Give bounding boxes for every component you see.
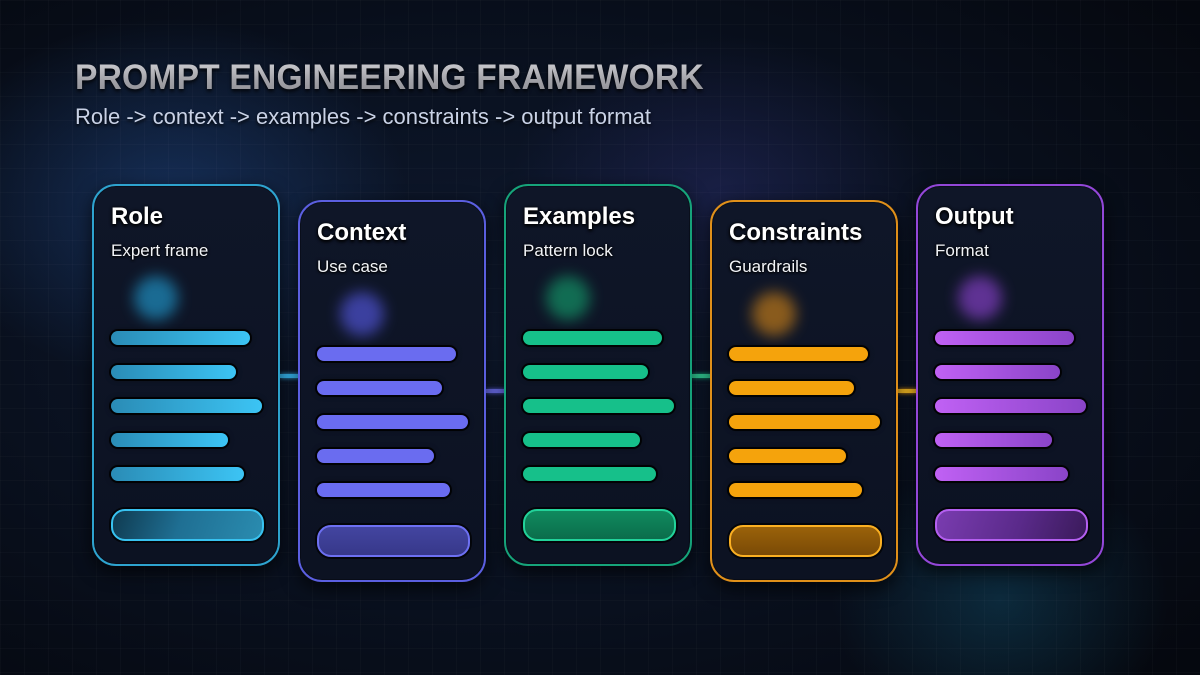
content-bar	[523, 467, 656, 481]
content-bar	[935, 365, 1060, 379]
page-title: PROMPT ENGINEERING FRAMEWORK	[75, 58, 704, 97]
content-bar	[317, 347, 456, 361]
card-context[interactable]: Context Use case	[298, 200, 486, 582]
card-output[interactable]: Output Format	[916, 184, 1104, 566]
content-bar	[111, 365, 236, 379]
glow-dot-icon	[134, 276, 178, 320]
content-bar	[523, 331, 662, 345]
content-bar	[111, 467, 244, 481]
content-bar	[729, 415, 880, 429]
content-bar	[935, 467, 1068, 481]
glow-dot-icon	[340, 292, 384, 336]
card-subtitle: Expert frame	[111, 241, 209, 260]
card-title: Examples	[523, 203, 636, 230]
card-title: Output	[935, 203, 1014, 230]
card-role[interactable]: Role Expert frame	[92, 184, 280, 566]
glow-dot-icon	[958, 276, 1002, 320]
connector-role-context	[280, 374, 300, 378]
connector-constraints-output	[898, 389, 918, 393]
page-subtitle: Role -> context -> examples -> constrain…	[75, 104, 651, 129]
connector-examples-constraints	[692, 374, 712, 378]
content-bar	[729, 347, 868, 361]
action-pill[interactable]	[935, 509, 1088, 541]
card-subtitle: Use case	[317, 257, 388, 276]
card-title: Context	[317, 219, 407, 246]
card-title: Constraints	[729, 219, 863, 246]
content-bar	[935, 433, 1052, 447]
content-bar	[317, 415, 468, 429]
content-bar	[729, 381, 854, 395]
content-bar	[317, 381, 442, 395]
content-bar	[111, 399, 262, 413]
card-examples[interactable]: Examples Pattern lock	[504, 184, 692, 566]
action-pill[interactable]	[523, 509, 676, 541]
card-title: Role	[111, 203, 164, 230]
content-bar	[111, 331, 250, 345]
content-bar	[729, 449, 846, 463]
action-pill[interactable]	[729, 525, 882, 557]
action-pill[interactable]	[317, 525, 470, 557]
content-bar	[317, 483, 450, 497]
card-subtitle: Pattern lock	[523, 241, 613, 260]
content-bar	[317, 449, 434, 463]
content-bar	[935, 331, 1074, 345]
glow-dot-icon	[546, 276, 590, 320]
glow-dot-icon	[752, 292, 796, 336]
content-bar	[729, 483, 862, 497]
content-bar	[111, 433, 228, 447]
card-constraints[interactable]: Constraints Guardrails	[710, 200, 898, 582]
content-bar	[523, 399, 674, 413]
content-bar	[935, 399, 1086, 413]
card-subtitle: Format	[935, 241, 989, 260]
action-pill[interactable]	[111, 509, 264, 541]
card-subtitle: Guardrails	[729, 257, 808, 276]
content-bar	[523, 365, 648, 379]
connector-context-examples	[486, 389, 506, 393]
content-bar	[523, 433, 640, 447]
